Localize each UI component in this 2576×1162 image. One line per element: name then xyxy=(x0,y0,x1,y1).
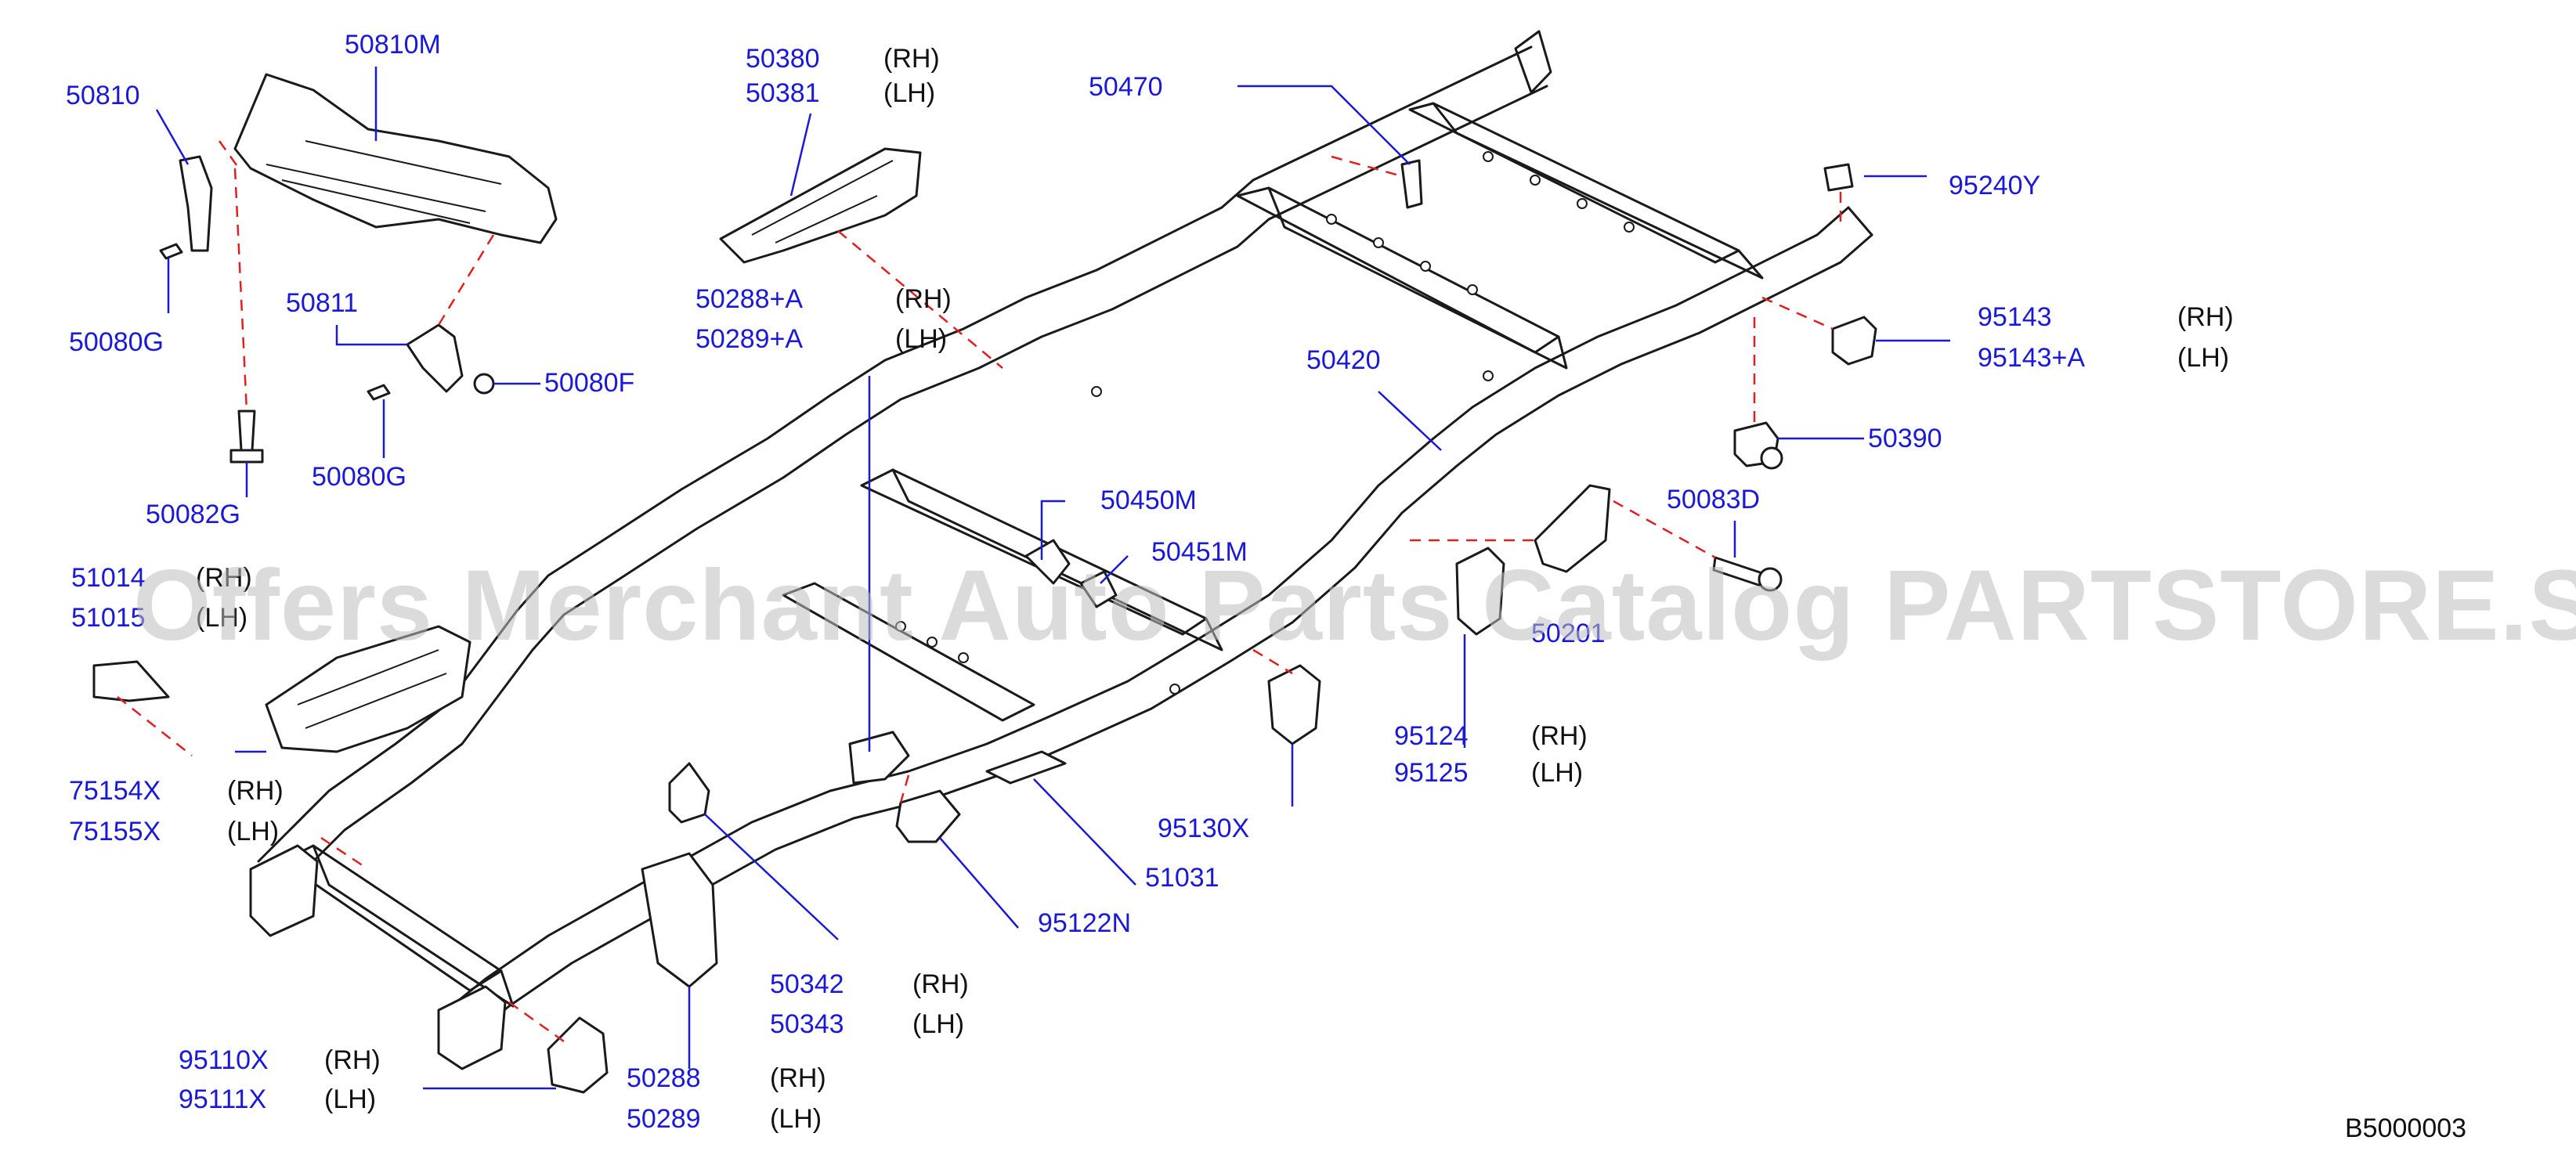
callout-95130X[interactable]: 95130X xyxy=(1158,814,1250,843)
callout-50450M[interactable]: 50450M xyxy=(1100,485,1197,515)
callout-50288A[interactable]: 50288+A xyxy=(695,284,804,314)
watermark: Offers Merchant Auto Parts Catalog PARTS… xyxy=(133,550,2576,662)
callout-50811[interactable]: 50811 xyxy=(286,288,359,318)
callout-50810[interactable]: 50810 xyxy=(66,81,140,110)
callout-95111X[interactable]: 95111X xyxy=(179,1084,267,1114)
callout-95143[interactable]: 95143 xyxy=(1978,302,2052,332)
callout-95240Y[interactable]: 95240Y xyxy=(1949,171,2041,200)
callout-95111X-side: (LH) xyxy=(324,1084,377,1114)
leader-lines xyxy=(155,67,1950,1090)
callout-95125-side: (LH) xyxy=(1531,758,1584,788)
callout-50288[interactable]: 50288 xyxy=(627,1063,701,1093)
image-code: B5000003 xyxy=(2345,1113,2467,1143)
callout-50288A-side: (RH) xyxy=(895,284,952,314)
callout-50083D[interactable]: 50083D xyxy=(1667,485,1761,514)
callout-50381[interactable]: 50381 xyxy=(746,78,820,108)
callout-75154X-side: (RH) xyxy=(227,776,284,806)
callout-50451M[interactable]: 50451M xyxy=(1151,537,1248,567)
component-parts xyxy=(92,73,1877,1094)
callout-50080G[interactable]: 50080G xyxy=(69,327,164,357)
callout-50289[interactable]: 50289 xyxy=(627,1104,701,1134)
callout-50343[interactable]: 50343 xyxy=(770,1009,844,1039)
callout-95143-side: (RH) xyxy=(2177,302,2234,332)
callout-75155X[interactable]: 75155X xyxy=(69,817,161,846)
callout-51014-side: (RH) xyxy=(196,563,252,593)
callout-51015-side: (LH) xyxy=(196,603,248,633)
assembly-dashes xyxy=(117,140,1842,1043)
callout-50343-side: (LH) xyxy=(912,1009,965,1039)
callout-50380[interactable]: 50380 xyxy=(746,44,820,74)
callout-50390[interactable]: 50390 xyxy=(1868,424,1942,453)
ladder-frame xyxy=(249,30,1873,1070)
callout-51031[interactable]: 51031 xyxy=(1145,863,1219,893)
callout-50342[interactable]: 50342 xyxy=(770,969,844,999)
callout-50342-side: (RH) xyxy=(912,969,969,999)
callout-50289A-side: (LH) xyxy=(895,324,948,354)
callout-51015[interactable]: 51015 xyxy=(71,603,146,633)
callout-95125[interactable]: 95125 xyxy=(1394,758,1469,788)
callout-50080F[interactable]: 50080F xyxy=(544,368,635,398)
callout-50080G-2[interactable]: 50080G xyxy=(312,462,406,492)
callout-95124-side: (RH) xyxy=(1531,721,1588,751)
callout-50288-side: (RH) xyxy=(770,1063,826,1093)
callout-50470[interactable]: 50470 xyxy=(1089,72,1163,102)
callout-50082G[interactable]: 50082G xyxy=(146,500,240,529)
callout-51014[interactable]: 51014 xyxy=(71,563,146,593)
callout-95110X[interactable]: 95110X xyxy=(179,1045,269,1075)
callout-95122N[interactable]: 95122N xyxy=(1038,908,1132,938)
callout-95143A-side: (LH) xyxy=(2177,343,2230,373)
callout-50380-side: (RH) xyxy=(883,44,940,74)
callout-50289-side: (LH) xyxy=(770,1104,822,1134)
callout-95124[interactable]: 95124 xyxy=(1394,721,1469,751)
callout-50381-side: (LH) xyxy=(883,78,936,108)
callout-50810M[interactable]: 50810M xyxy=(345,30,441,60)
callout-50201[interactable]: 50201 xyxy=(1531,619,1606,648)
callout-75154X[interactable]: 75154X xyxy=(69,776,161,806)
callout-95143A[interactable]: 95143+A xyxy=(1978,343,2086,373)
callout-50420[interactable]: 50420 xyxy=(1306,345,1381,375)
callout-50289A[interactable]: 50289+A xyxy=(695,324,804,354)
callout-75155X-side: (LH) xyxy=(227,817,280,846)
callout-95110X-side: (RH) xyxy=(324,1045,381,1075)
